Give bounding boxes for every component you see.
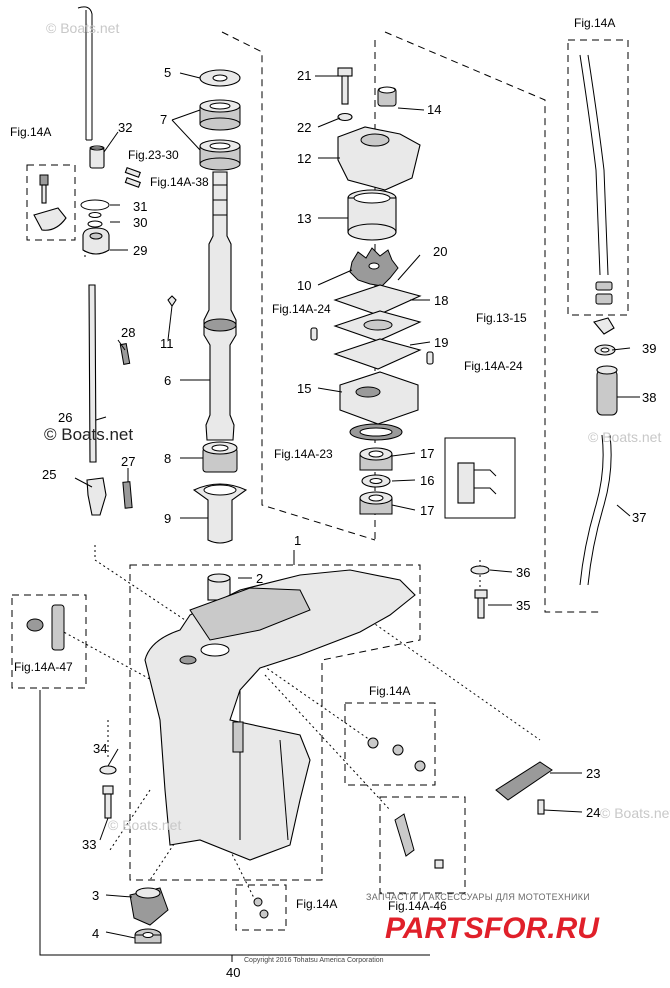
part-label-20: 20 — [433, 244, 447, 259]
part-label-19: 19 — [434, 335, 448, 350]
part-label-13: 13 — [297, 211, 311, 226]
part-label-38: 38 — [642, 390, 656, 405]
part-label-9: 9 — [164, 511, 171, 526]
watermark-lower: © Boats.net — [108, 817, 181, 833]
water-pump-assembly — [310, 67, 497, 515]
part-number-labels: 1 2 3 4 5 6 7 8 9 10 11 12 13 14 15 16 1… — [42, 65, 656, 980]
drive-shaft-assembly — [167, 69, 248, 601]
gearcase-housing — [144, 569, 416, 861]
part-label-26: 26 — [58, 410, 72, 425]
pinion-gear-nut — [26, 604, 553, 944]
watermark-right-mid: © Boats.net — [588, 429, 661, 445]
part-label-35: 35 — [516, 598, 530, 613]
watermark-top: © Boats.net — [46, 20, 119, 36]
part-label-37: 37 — [632, 510, 646, 525]
part-label-28: 28 — [121, 325, 135, 340]
leader-lines — [74, 72, 640, 962]
water-tube-right — [470, 54, 618, 619]
part-label-18: 18 — [434, 293, 448, 308]
shift-rod — [86, 284, 133, 516]
fig-ref-13-15: Fig.13-15 — [476, 311, 527, 325]
grommet-stack — [33, 145, 141, 255]
part-label-2: 2 — [256, 571, 263, 586]
fig-ref-14a-24-left: Fig.14A-24 — [272, 302, 331, 316]
watermark-middle: © Boats.net — [44, 425, 133, 444]
part-label-8: 8 — [164, 451, 171, 466]
part-label-17b: 17 — [420, 503, 434, 518]
part-label-25: 25 — [42, 467, 56, 482]
fig-ref-14a-topleft: Fig.14A — [10, 125, 51, 139]
copyright-text: Copyright 2016 Tohatsu America Corporati… — [244, 957, 384, 964]
part-label-36: 36 — [516, 565, 530, 580]
part-label-1: 1 — [294, 533, 301, 548]
fig-ref-14a-38: Fig.14A-38 — [150, 175, 209, 189]
part-label-34: 34 — [93, 741, 107, 756]
figure-references: Fig.14A Fig.14A Fig.23-30 Fig.14A-38 Fig… — [10, 16, 615, 913]
part-label-40: 40 — [226, 965, 240, 980]
fig-ref-14a-46: Fig.14A-46 — [388, 899, 447, 913]
fig-ref-14a-47: Fig.14A-47 — [14, 660, 73, 674]
part-label-5: 5 — [164, 65, 171, 80]
part-label-7: 7 — [160, 112, 167, 127]
fig-ref-14a-mid: Fig.14A — [369, 684, 410, 698]
shop-brand-logo: PARTSFOR.RU — [385, 912, 600, 945]
part-label-11: 11 — [160, 336, 174, 351]
part-label-29: 29 — [133, 243, 147, 258]
part-label-17a: 17 — [420, 446, 434, 461]
part-label-12: 12 — [297, 151, 311, 166]
part-label-22: 22 — [297, 120, 311, 135]
watermark-right-low: © Boats.net — [600, 805, 670, 821]
part-label-32: 32 — [118, 120, 132, 135]
fig-ref-14a-topright: Fig.14A — [574, 16, 615, 30]
part-label-6: 6 — [164, 373, 171, 388]
part-label-14: 14 — [427, 102, 441, 117]
shop-banner-text: ЗАПЧАСТИ И АКСЕССУАРЫ ДЛЯ МОТОТЕХНИКИ — [366, 892, 590, 902]
fig-ref-14a-24-right: Fig.14A-24 — [464, 359, 523, 373]
part-label-3: 3 — [92, 888, 99, 903]
part-label-27: 27 — [121, 454, 135, 469]
part-label-4: 4 — [92, 926, 99, 941]
part-label-15: 15 — [297, 381, 311, 396]
part-label-39: 39 — [642, 341, 656, 356]
part-label-30: 30 — [133, 215, 147, 230]
part-label-24: 24 — [586, 805, 600, 820]
part-label-16: 16 — [420, 473, 434, 488]
part-label-33: 33 — [82, 837, 96, 852]
fig-ref-14a-23: Fig.14A-23 — [274, 447, 333, 461]
part-label-10: 10 — [297, 278, 311, 293]
part-label-21: 21 — [297, 68, 311, 83]
water-tube-left — [77, 6, 93, 141]
fig-ref-23-30: Fig.23-30 — [128, 148, 179, 162]
part-label-31: 31 — [133, 199, 147, 214]
fig-ref-14a-bottom: Fig.14A — [296, 897, 337, 911]
guide-lines — [11, 31, 629, 956]
part-label-23: 23 — [586, 766, 600, 781]
